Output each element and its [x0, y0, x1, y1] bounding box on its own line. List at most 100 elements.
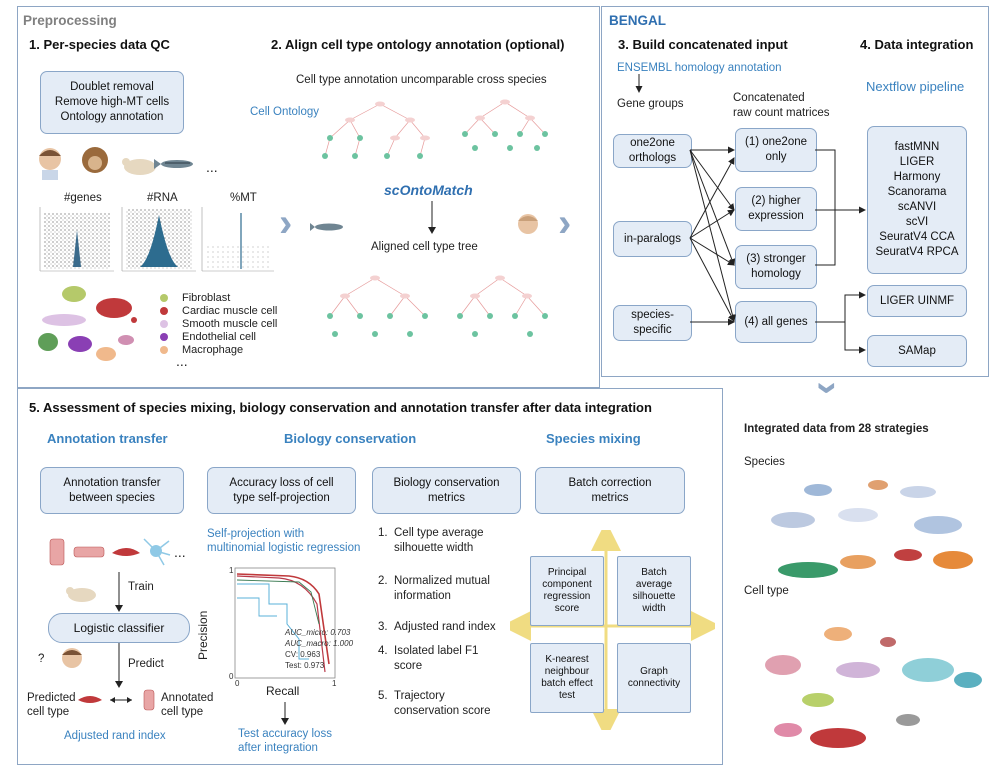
mouse-icon: [122, 158, 156, 175]
matrix-4: (4) all genes: [735, 301, 817, 343]
pr-xlabel: Recall: [266, 684, 300, 698]
method-item: LIGER: [899, 156, 935, 168]
pr-ytick-1: 1: [229, 566, 234, 575]
legend-more: ...: [176, 353, 188, 369]
species-ellipsis: ...: [206, 159, 218, 175]
violin-mt: [201, 207, 274, 272]
train-label: Train: [128, 581, 154, 593]
cell-ontology-label: Cell Ontology: [250, 106, 320, 118]
nextflow-label: Nextflow pipeline: [866, 79, 965, 94]
legend-item-2: Smooth muscle cell: [160, 318, 277, 330]
gene-groups-label: Gene groups: [617, 98, 684, 110]
step1-title: 1. Per-species data QC: [29, 37, 170, 52]
zebrafish-icon: [310, 223, 343, 231]
pr-xtick-1: 1: [332, 679, 337, 688]
metric-item: 2.: [378, 575, 388, 587]
group-one2one: one2one orthologs: [613, 134, 692, 168]
ensembl-label: ENSEMBL homology annotation: [617, 62, 782, 74]
ontomatch-tool: scOntoMatch: [384, 182, 473, 198]
legend-swatch: [160, 294, 168, 303]
legend-swatch: [160, 307, 168, 316]
quadrant-graph: Graph connectivity: [617, 643, 691, 713]
matrix-1: (1) one2one only: [735, 128, 817, 172]
mouse-icon: [66, 587, 96, 602]
integrated-title: Integrated data from 28 strategies: [744, 423, 929, 435]
human-icon: [62, 648, 82, 668]
pr-ylabel: Precision: [196, 610, 210, 660]
method-item: SeuratV4 RPCA: [875, 246, 959, 258]
step2-subtitle: Cell type annotation uncomparable cross …: [296, 74, 547, 86]
method-item: scANVI: [897, 201, 937, 213]
preprocessing-panel: [17, 6, 600, 388]
pr-ytick-0: 0: [229, 672, 234, 681]
macaque-icon: [82, 147, 108, 173]
pr-xtick-0: 0: [235, 679, 240, 688]
liger-uinmf-box: LIGER UINMF: [867, 285, 967, 317]
integrated-species-umap: [771, 480, 973, 578]
group-inparalogs: in-paralogs: [613, 221, 692, 257]
legend-item-4: Macrophage: [160, 344, 243, 356]
integrated-celltype-umap: [765, 627, 982, 748]
metric-item-text: Isolated label F1 score: [394, 645, 479, 672]
bengal-title: BENGAL: [609, 13, 666, 28]
tree-top-left: [324, 103, 426, 157]
group-species-specific: species- specific: [613, 305, 692, 341]
quadrant-asw: Batch average silhouette width: [617, 556, 691, 626]
integrated-species-label: Species: [744, 456, 785, 468]
legend-item-0: Fibroblast: [160, 292, 230, 304]
zebrafish-icon: [154, 159, 193, 169]
self-projection-box: Accuracy loss of cell type self-projecti…: [207, 467, 356, 514]
aligned-tree-label: Aligned cell type tree: [371, 241, 478, 253]
matrix-2: (2) higher expression: [735, 187, 817, 231]
self-projection-label: Self-projection with multinomial logisti…: [207, 528, 361, 554]
chevron-right-icon: ›: [558, 201, 572, 245]
integrated-celltype-label: Cell type: [744, 585, 789, 597]
celltype-umap: [38, 286, 137, 361]
tree-top-right: [464, 101, 546, 135]
qc-violin-plots: [39, 207, 274, 272]
legend-swatch: [160, 333, 168, 342]
legend-swatch: [160, 346, 168, 355]
adjusted-rand-label: Adjusted rand index: [64, 730, 166, 742]
step2-title: 2. Align cell type ontology annotation (…: [271, 37, 565, 52]
batch-correction-box: Batch correction metrics: [535, 467, 685, 514]
prediction-compare: [78, 689, 155, 711]
metric-mt: %MT: [230, 192, 257, 204]
metric-item: 1.: [378, 527, 388, 539]
chevron-down-icon: ›: [806, 381, 851, 395]
predicted-celltype: Predicted cell type: [27, 692, 76, 718]
step4-title: 4. Data integration: [860, 37, 974, 52]
human-icon: [518, 214, 538, 234]
metric-item: 5.: [378, 690, 388, 702]
celltype-ellipsis: ...: [174, 544, 186, 560]
quadrant-kbet: K-nearest neighbour batch effect test: [530, 643, 604, 713]
metric-item-text: Normalized mutual information: [394, 575, 490, 602]
metric-rna: #RNA: [147, 192, 178, 204]
ontology-trees: [322, 99, 548, 337]
metric-genes: #genes: [64, 192, 102, 204]
question-mark: ?: [38, 653, 45, 665]
method-item: Harmony: [893, 171, 941, 183]
bengal-arrows: [635, 74, 866, 354]
quadrant-axes: [510, 530, 715, 730]
legend-item-3: Endothelial cell: [160, 331, 256, 343]
step3-title: 3. Build concatenated input: [618, 37, 788, 52]
metric-item-text: Adjusted rand index: [394, 621, 496, 633]
method-item: scVI: [905, 216, 929, 228]
biology-metrics-box: Biology conservation metrics: [372, 467, 521, 514]
tree-bottom-right: [459, 277, 546, 317]
methods-box: fastMNN LIGER Harmony Scanorama scANVI s…: [867, 126, 967, 274]
tree-bottom-left: [329, 277, 426, 317]
biology-conservation-heading: Biology conservation: [284, 431, 417, 446]
quadrant-pcr: Principal component regression score: [530, 556, 604, 626]
chevron-right-icon: ›: [279, 201, 293, 245]
biology-metrics-list: 1.Cell type average silhouette width 2.N…: [378, 526, 528, 736]
annotation-transfer-box: Annotation transfer between species: [40, 467, 184, 514]
preprocessing-title: Preprocessing: [23, 13, 117, 28]
samap-box: SAMap: [867, 335, 967, 367]
step5-title: 5. Assessment of species mixing, biology…: [29, 400, 652, 415]
legend-item-1: Cardiac muscle cell: [160, 305, 277, 317]
method-item: SeuratV4 CCA: [879, 231, 955, 243]
matrix-3: (3) stronger homology: [735, 245, 817, 289]
violin-genes: [39, 207, 114, 272]
